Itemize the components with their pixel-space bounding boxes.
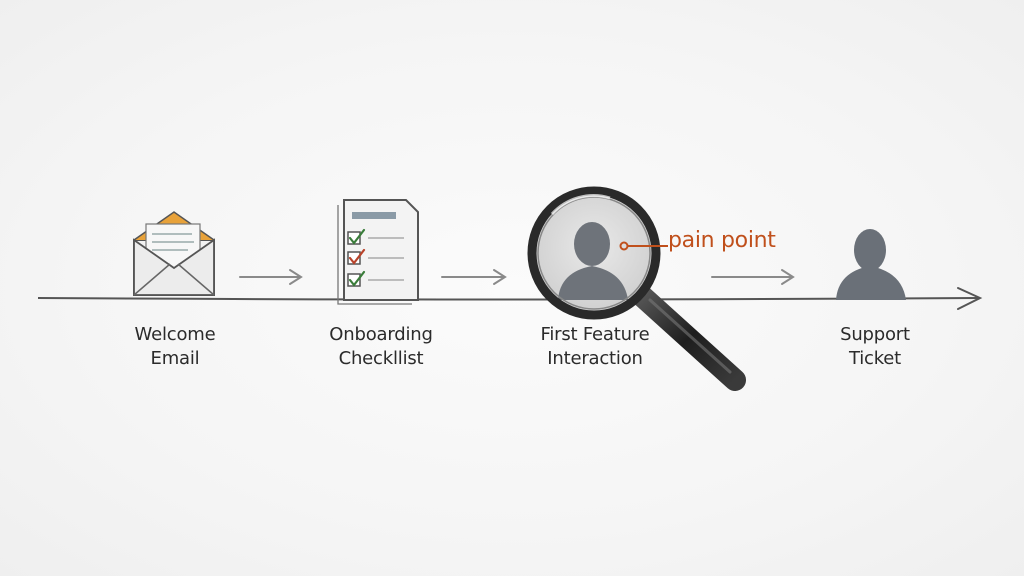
step-label-line2: Checkllist [338,348,424,369]
checklist-icon [337,199,419,305]
step-label-line2: Interaction [547,348,643,369]
step-label-onboarding-checklist: Onboarding Checkllist [296,323,466,371]
step-label-line1: Welcome [134,324,216,345]
step-label-line1: Onboarding [329,324,433,345]
step-label-first-feature-interaction: First Feature Interaction [510,323,680,371]
connector-arrow-3 [711,269,795,285]
person-icon [836,229,906,300]
step-label-line2: Ticket [848,348,902,369]
person-silhouette-icon [558,222,628,300]
step-label-line2: Email [150,348,200,369]
step-label-welcome-email: Welcome Email [90,323,260,371]
pain-point-label: pain point [668,228,776,253]
step-label-line1: First Feature [540,324,650,345]
magnifier-person-icon [527,186,746,391]
pain-point-marker [619,241,668,251]
step-label-support-ticket: Support Ticket [790,323,960,371]
connector-arrow-1 [239,269,303,285]
envelope-icon [133,211,215,296]
step-label-line1: Support [840,324,910,345]
connector-arrow-2 [441,269,507,285]
